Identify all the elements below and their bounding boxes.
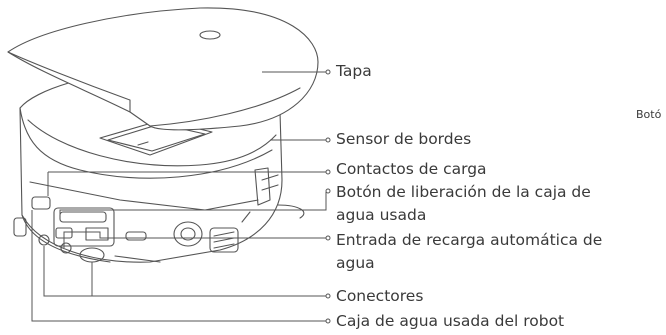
side-text: Botó <box>636 108 662 121</box>
label-connectors: Conectores <box>336 287 424 305</box>
label-water-inlet-line2: agua <box>336 254 375 272</box>
dot-waste-box <box>325 318 331 324</box>
leader-release-button <box>59 192 327 215</box>
leader-charging-contacts <box>47 171 326 196</box>
label-release-button-line1: Botón de liberación de la caja de <box>336 183 591 201</box>
robot-body <box>13 66 305 263</box>
label-lid: Tapa <box>336 62 372 80</box>
dot-charging-contacts <box>325 169 331 175</box>
leader-water-inlet <box>63 231 326 248</box>
label-edge-sensor: Sensor de bordes <box>336 130 472 148</box>
leader-waste-box <box>31 210 326 322</box>
dot-lid <box>325 69 331 75</box>
label-water-inlet-line1: Entrada de recarga automática de <box>336 231 603 249</box>
label-waste-box: Caja de agua usada del robot <box>336 312 565 330</box>
dot-edge-sensor <box>325 137 331 143</box>
dot-connectors <box>325 293 331 299</box>
label-release-button-line2: agua usada <box>336 206 427 224</box>
robot-lid <box>7 7 319 131</box>
dot-release-button <box>325 188 331 194</box>
dot-water-inlet <box>325 235 331 241</box>
leader-connectors <box>43 246 326 297</box>
label-charging-contacts: Contactos de carga <box>336 160 487 178</box>
leader-lines <box>31 69 331 324</box>
